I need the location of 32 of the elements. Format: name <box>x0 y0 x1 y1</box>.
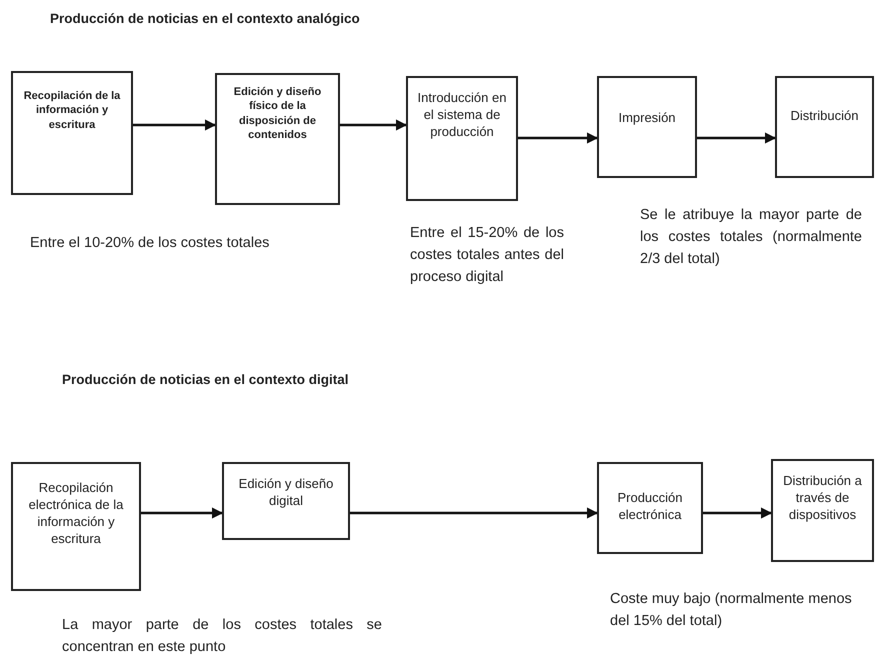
box-text: Recopilación de la información y escritura <box>22 89 122 133</box>
process-box <box>11 462 141 591</box>
heading: Producción de noticias en el contexto digital <box>62 372 350 387</box>
process-box <box>597 76 697 178</box>
cost-note: Se le atribuye la mayor parte de los costes totales (normalmente 2/3 del total) <box>640 206 862 269</box>
heading: Producción de noticias en el contexto analógico <box>50 11 360 26</box>
process-box <box>215 73 340 205</box>
process-box <box>771 459 874 562</box>
box-text: Recopilación electrónica de la información y escritura <box>28 480 124 548</box>
box-text: Edición y diseño físico de la disposición de contenidos <box>232 85 322 143</box>
process-box <box>775 76 874 178</box>
box-text: Impresión <box>617 110 677 127</box>
cost-note: Entre el 10-20% de los costes totales <box>30 234 270 253</box>
box-text: Distribución a través de dispositivos <box>782 473 863 524</box>
arrow <box>518 132 598 144</box>
process-box <box>11 71 133 195</box>
process-box <box>597 462 703 554</box>
arrow <box>350 507 598 519</box>
process-box <box>406 76 518 201</box>
box-text: Producción electrónica <box>616 490 684 524</box>
process-box <box>222 462 350 540</box>
cost-note: La mayor parte de los costes totales se concentran en este punto <box>62 616 382 657</box>
box-text: Edición y diseño digital <box>238 476 334 510</box>
arrow <box>697 132 776 144</box>
cost-note: Coste muy bajo (normalmente menos del 15% del total) <box>610 590 853 631</box>
arrow <box>340 119 408 131</box>
box-text: Distribución <box>790 108 860 125</box>
box-text: Introducción en el sistema de producción <box>416 90 508 141</box>
arrow <box>703 507 772 519</box>
arrow <box>133 119 216 131</box>
arrow <box>141 507 224 519</box>
cost-note: Entre el 15-20% de los costes totales antes del proceso digital <box>410 224 564 287</box>
